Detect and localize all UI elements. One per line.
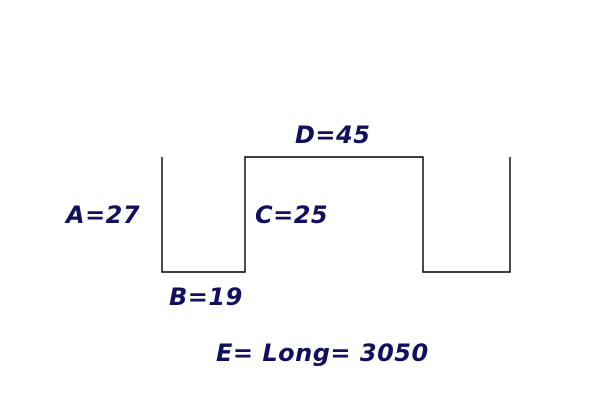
dimension-a-label: A=27 xyxy=(66,201,141,229)
dimension-c-label: C=25 xyxy=(255,201,329,229)
dimension-e-length-label: E= Long= 3050 xyxy=(216,339,429,367)
dimension-d-label: D=45 xyxy=(295,121,371,149)
dimension-b-label: B=19 xyxy=(169,283,243,311)
profile-path xyxy=(161,156,511,273)
